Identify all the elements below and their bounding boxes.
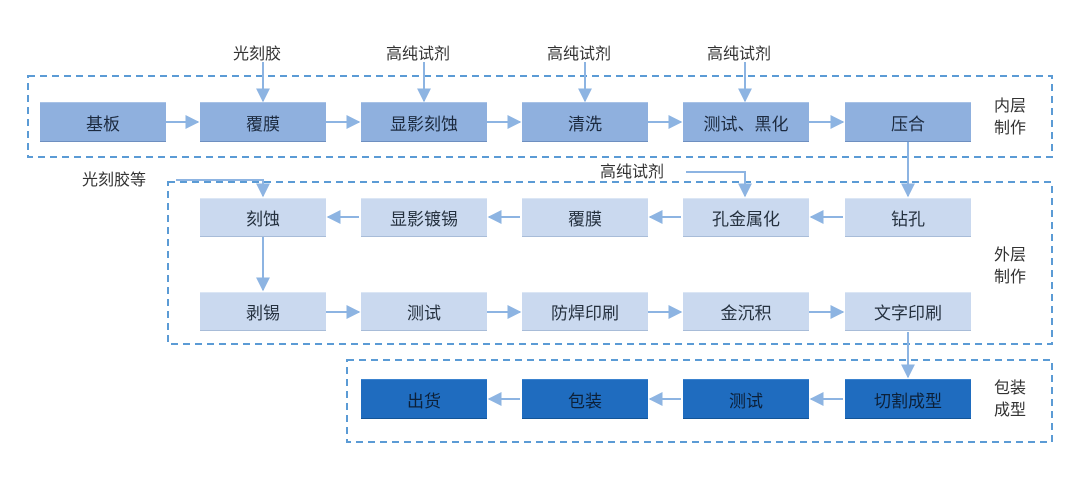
step-substrate: 基板	[40, 102, 166, 142]
group-label-packaging: 包装 成型	[994, 377, 1026, 421]
group-label-line: 成型	[994, 400, 1027, 419]
input-label-reagent-3: 高纯试剂	[707, 44, 772, 63]
input-label-reagent-2: 高纯试剂	[547, 44, 612, 63]
step-cut-forming: 切割成型	[845, 379, 971, 419]
step-gold-deposition: 金沉积	[683, 292, 809, 331]
step-test-pack: 测试	[683, 379, 809, 419]
group-label-outer: 外层 制作	[994, 244, 1026, 288]
group-label-line: 制作	[994, 267, 1027, 286]
step-film-coating-outer: 覆膜	[522, 198, 648, 237]
step-shipping: 出货	[361, 379, 487, 419]
step-etch: 刻蚀	[200, 198, 326, 237]
step-develop-tin: 显影镀锡	[361, 198, 487, 237]
step-hole-metallization: 孔金属化	[683, 198, 809, 237]
step-lamination: 压合	[845, 102, 971, 142]
arrow-input-reagent-outer	[686, 171, 752, 198]
arrow-input-photoresist-etc	[176, 179, 270, 198]
step-test-blacken: 测试、黑化	[683, 102, 809, 142]
step-strip-tin: 剥锡	[200, 292, 326, 331]
group-label-line: 外层	[994, 245, 1027, 264]
group-label-line: 包装	[994, 378, 1027, 397]
input-label-photoresist: 光刻胶	[233, 44, 282, 63]
input-label-reagent-1: 高纯试剂	[386, 44, 451, 63]
step-cleaning: 清洗	[522, 102, 648, 142]
step-develop-etch: 显影刻蚀	[361, 102, 487, 142]
step-text-printing: 文字印刷	[845, 292, 971, 331]
step-packaging: 包装	[522, 379, 648, 419]
group-label-line: 内层	[994, 96, 1027, 115]
group-frame-packaging	[346, 359, 1053, 443]
step-solder-mask: 防焊印刷	[522, 292, 648, 331]
group-label-inner: 内层 制作	[994, 95, 1026, 139]
step-test-outer: 测试	[361, 292, 487, 331]
input-label-reagent-outer: 高纯试剂	[600, 162, 665, 181]
step-film-coating: 覆膜	[200, 102, 326, 142]
group-frame-outer	[167, 181, 1053, 345]
group-label-line: 制作	[994, 118, 1027, 137]
step-drilling: 钻孔	[845, 198, 971, 237]
input-label-photoresist-etc: 光刻胶等	[82, 170, 147, 189]
